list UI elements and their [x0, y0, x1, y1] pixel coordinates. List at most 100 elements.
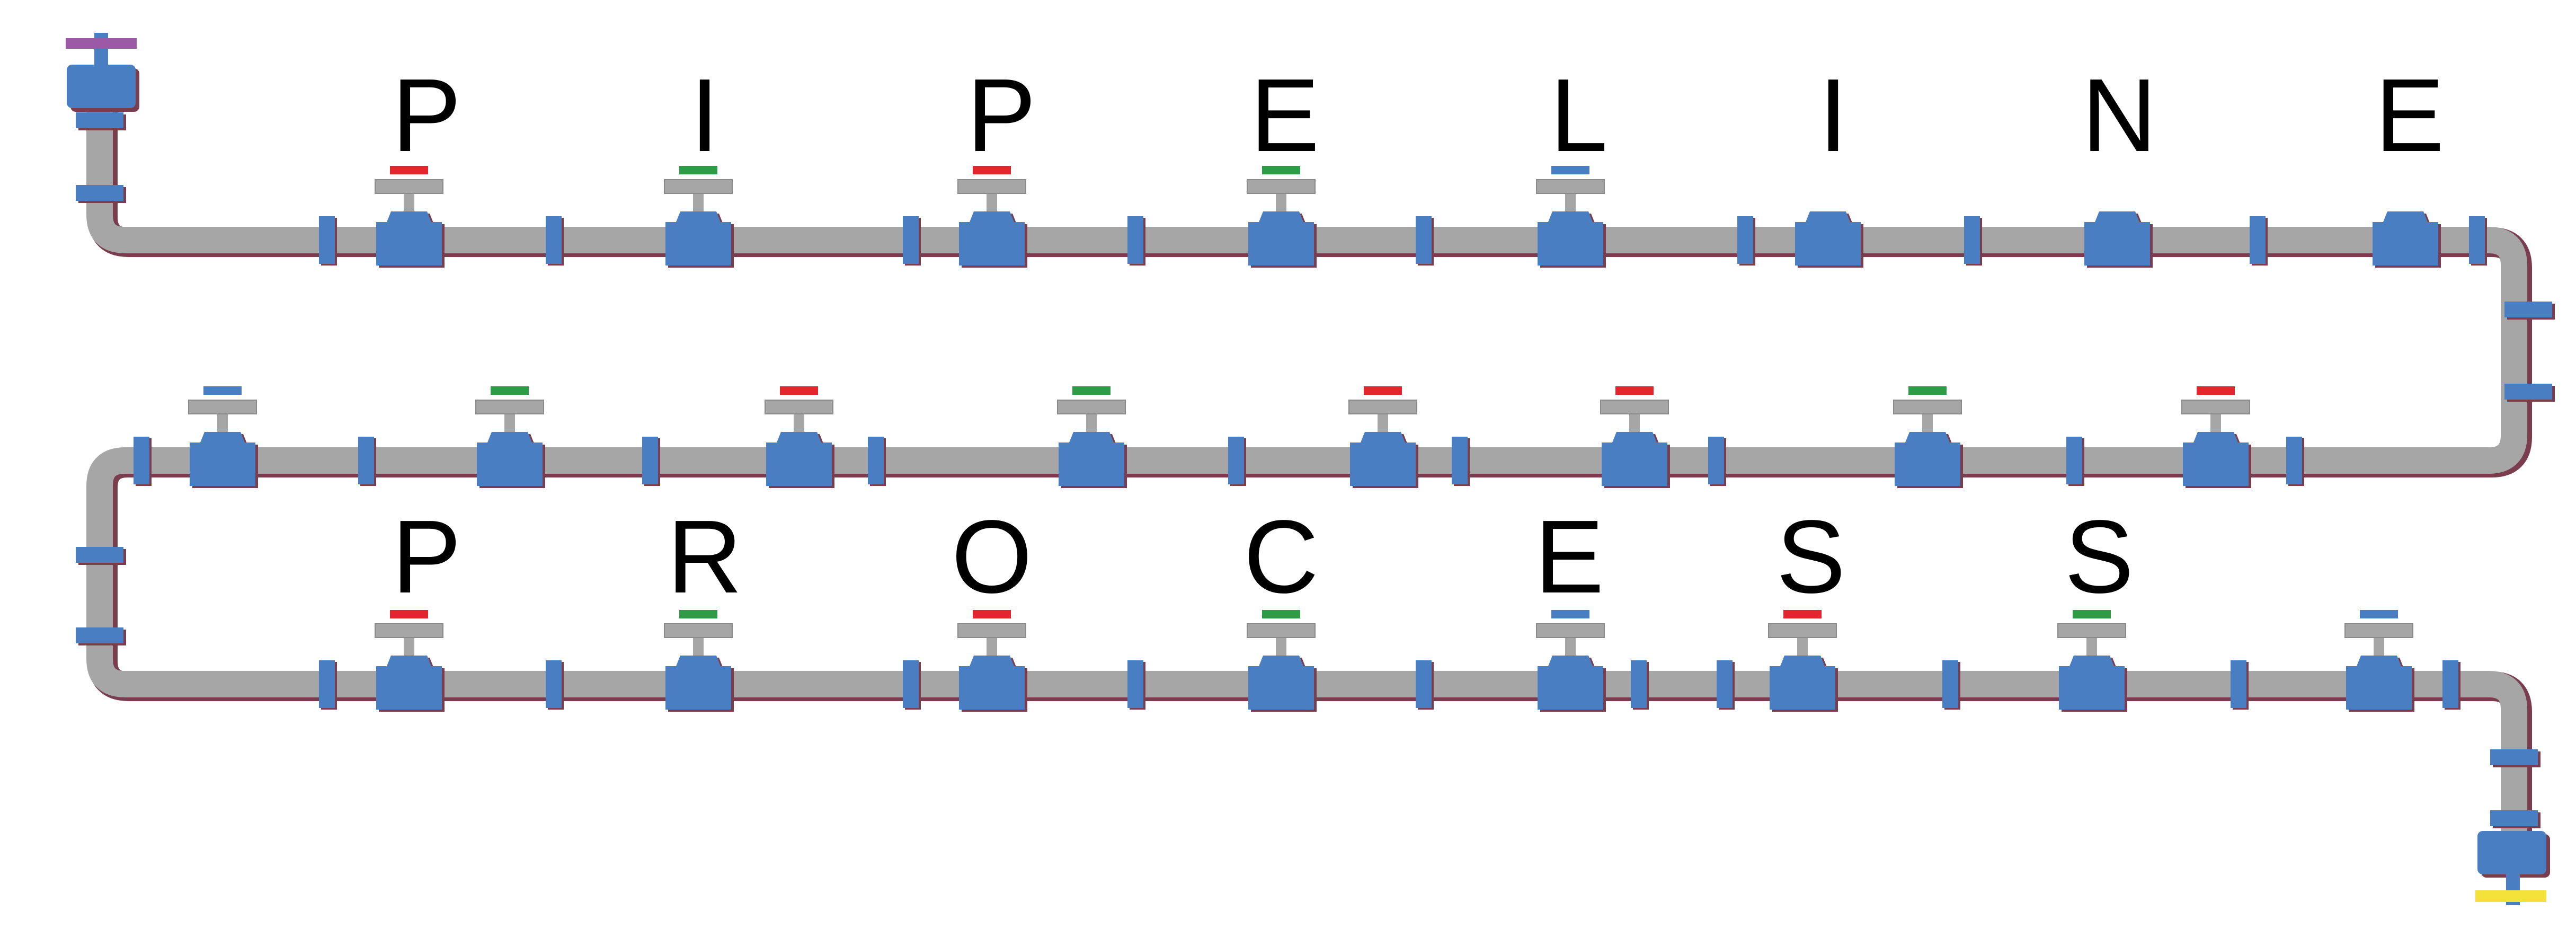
valve-stem: [1922, 414, 1933, 432]
pipe-flanges: [76, 112, 2555, 828]
gate-valve: [1247, 166, 1317, 268]
valve-handwheel: [973, 610, 1011, 618]
pipe-flange: [2066, 437, 2084, 486]
gate-valve: [1247, 610, 1317, 712]
valve-handwheel: [1551, 610, 1589, 618]
title-letter-top: L: [1550, 57, 1607, 173]
gate-valve: [664, 166, 734, 268]
valve-stem: [2374, 638, 2384, 656]
title-letter-bottom: C: [1243, 499, 1319, 615]
valve-body: [959, 656, 1025, 710]
valve-yoke: [1247, 179, 1316, 194]
valve-body: [1350, 432, 1416, 486]
valve-handwheel: [2197, 386, 2235, 395]
valve-body: [1248, 211, 1314, 266]
valve-body: [2373, 211, 2438, 266]
valve-yoke: [1247, 623, 1316, 638]
pipe-flange: [642, 437, 660, 486]
valve-body: [190, 432, 255, 486]
valve-yoke: [765, 400, 833, 414]
valve-handwheel: [1908, 386, 1947, 395]
title-letter-bottom: P: [392, 499, 461, 615]
valve-stem: [1629, 414, 1640, 432]
gate-valve: [765, 386, 834, 488]
valve-yoke: [2344, 623, 2413, 638]
pipe-flange: [1416, 660, 1434, 710]
valve-body: [1895, 432, 1960, 486]
title-letter-bottom: S: [1776, 499, 1846, 615]
valve-yoke: [2057, 623, 2126, 638]
valve-body: [2346, 656, 2412, 710]
inlet-valve-stem: [94, 33, 108, 67]
title-letter-bottom: O: [952, 499, 1032, 615]
valve-body: [2183, 432, 2249, 486]
valve-handwheel: [2360, 610, 2398, 618]
inlet-handle: [66, 38, 137, 49]
pipe-flange: [1964, 216, 1982, 266]
pipe-flange: [2504, 302, 2555, 320]
valve-handwheel: [390, 610, 428, 618]
valve-handwheel: [1615, 386, 1654, 395]
valve-body: [376, 211, 442, 266]
pipe-flange: [2469, 216, 2487, 266]
valve-yoke: [1536, 179, 1605, 194]
gate-valve: [957, 610, 1027, 712]
valve-yoke: [1348, 400, 1417, 414]
outlet-handle: [2475, 890, 2546, 902]
valve-handwheel: [2073, 610, 2111, 618]
valve-body: [1538, 656, 1603, 710]
pipe-flange: [1127, 216, 1145, 266]
title-letter-top: E: [2375, 57, 2445, 173]
pipe-network: [86, 79, 2532, 852]
valve-stem: [1276, 193, 1286, 211]
gate-valve: [957, 166, 1027, 268]
valve-yoke: [664, 623, 733, 638]
valve-body: [2059, 656, 2125, 710]
pipe: [86, 79, 2527, 848]
gate-valve: [2181, 386, 2251, 488]
pipe-flange: [1717, 660, 1735, 710]
valve-handwheel: [1262, 166, 1300, 174]
valve-yoke: [2181, 400, 2250, 414]
title-letter-top: I: [690, 57, 719, 173]
outlet-valve: [2475, 831, 2550, 905]
pipe-flange: [319, 216, 337, 266]
gate-valve: [2373, 211, 2441, 268]
pipe-flange: [2504, 384, 2555, 402]
valve-yoke: [1768, 623, 1837, 638]
pipe-flange: [1452, 437, 1470, 486]
valve-body: [1770, 656, 1835, 710]
pipe-flange: [1228, 437, 1246, 486]
valve-stem: [2210, 414, 2221, 432]
gate-valve: [1795, 211, 1863, 268]
pipe-flange: [2490, 810, 2541, 828]
pipe-flange: [134, 437, 152, 486]
valve-body: [1248, 656, 1314, 710]
pipe-flange: [903, 660, 921, 710]
pipe-flange: [546, 216, 564, 266]
valve-stem: [987, 193, 997, 211]
gate-valve: [375, 166, 445, 268]
valve-handwheel: [203, 386, 242, 395]
gate-valve: [1348, 386, 1418, 488]
valve-body: [376, 656, 442, 710]
valve-stem: [2086, 638, 2097, 656]
pipe-flange: [76, 112, 126, 130]
valve-yoke: [957, 623, 1026, 638]
valve-body: [1538, 211, 1603, 266]
title-letter-bottom: S: [2065, 499, 2134, 615]
valve-stem: [1565, 638, 1576, 656]
valve-stem: [404, 193, 414, 211]
valve-handwheel: [1783, 610, 1822, 618]
valve-stem: [1086, 414, 1097, 432]
valve-handwheel: [973, 166, 1011, 174]
valve-yoke: [664, 179, 733, 194]
valve-yoke: [1536, 623, 1605, 638]
valve-stem: [504, 414, 515, 432]
pipe-flange: [2286, 437, 2304, 486]
valve-body: [665, 211, 731, 266]
title-letter-bottom: R: [667, 499, 742, 615]
valve-stem: [217, 414, 228, 432]
